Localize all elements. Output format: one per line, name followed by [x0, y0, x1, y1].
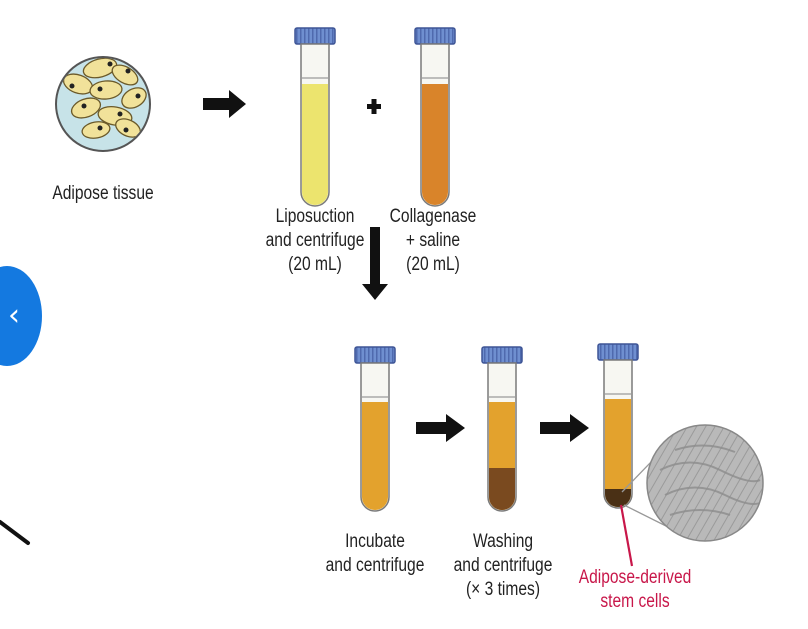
label-stem-cells: Adipose-derived stem cells: [578, 567, 692, 612]
chevron-left-icon: ‹: [8, 298, 20, 333]
test-tube-icon: [414, 27, 456, 207]
cell-cluster-icon: [62, 58, 147, 139]
label-liposuction: Liposuction and centrifuge (20 mL): [265, 206, 365, 275]
arrow-right-icon: [540, 414, 589, 442]
label-collagenase: Collagenase + saline (20 mL): [389, 206, 477, 275]
arrow-right-icon: [203, 90, 246, 118]
test-tube-icon: [294, 27, 336, 207]
arrow-right-icon: [416, 414, 465, 442]
label-washing: Washing and centrifuge (× 3 times): [453, 531, 553, 600]
stem-cells-pointer: [619, 504, 634, 567]
magnifier-circle-icon: [646, 424, 764, 542]
pen-stroke-annotation: [0, 520, 30, 545]
adipose-tissue-dish: [55, 56, 151, 152]
cell-nuclei: [69, 61, 141, 133]
plus-icon: [367, 99, 381, 114]
label-incubate: Incubate and centrifuge: [325, 531, 425, 576]
test-tube-icon: [481, 346, 523, 512]
test-tube-icon: [354, 346, 396, 512]
test-tube-icon: [597, 343, 639, 509]
arrow-down-icon: [362, 227, 388, 300]
label-adipose-tissue: Adipose tissue: [52, 183, 154, 204]
